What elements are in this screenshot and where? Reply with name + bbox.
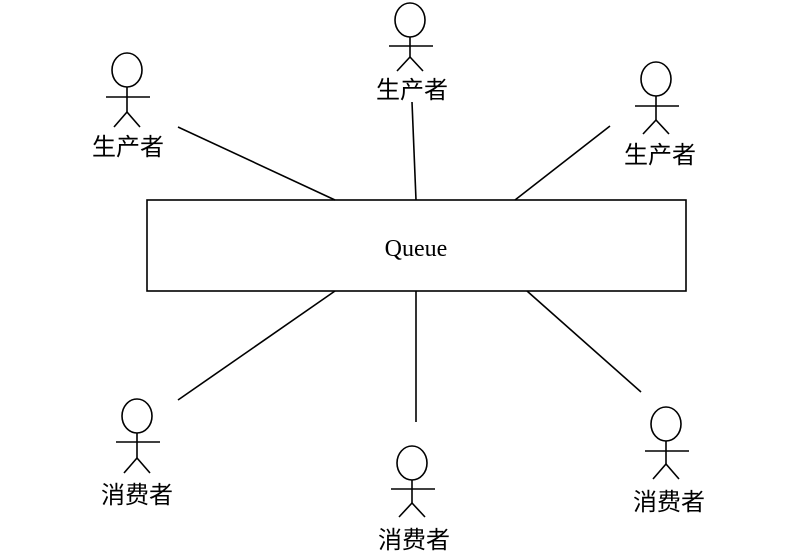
queue-label: Queue	[385, 236, 448, 262]
connector-consumer-right	[526, 290, 642, 393]
consumer-label: 消费者	[633, 488, 705, 516]
connector-producer-right	[514, 125, 611, 201]
producer-label: 生产者	[376, 76, 448, 104]
producer-actor-left[interactable]: 生产者	[92, 52, 164, 161]
consumer-label: 消费者	[378, 526, 450, 554]
connector-producer-left	[177, 126, 336, 201]
consumer-actor-left[interactable]: 消费者	[101, 398, 173, 509]
connector-producer-middle	[411, 101, 417, 201]
producer-actor-right[interactable]: 生产者	[624, 61, 696, 169]
connector-consumer-left	[177, 290, 336, 401]
consumer-actor-right[interactable]: 消费者	[633, 406, 705, 516]
producer-actor-middle[interactable]: 生产者	[376, 2, 448, 104]
consumer-label: 消费者	[101, 481, 173, 509]
producer-label: 生产者	[92, 133, 164, 161]
stick-figure-icon	[391, 445, 435, 518]
stick-figure-icon	[116, 398, 160, 474]
stick-figure-icon	[389, 2, 433, 72]
stick-figure-icon	[106, 52, 150, 128]
stick-figure-icon	[635, 61, 679, 135]
stick-figure-icon	[645, 406, 689, 480]
producer-label: 生产者	[624, 141, 696, 169]
consumer-actor-middle[interactable]: 消费者	[378, 445, 450, 554]
